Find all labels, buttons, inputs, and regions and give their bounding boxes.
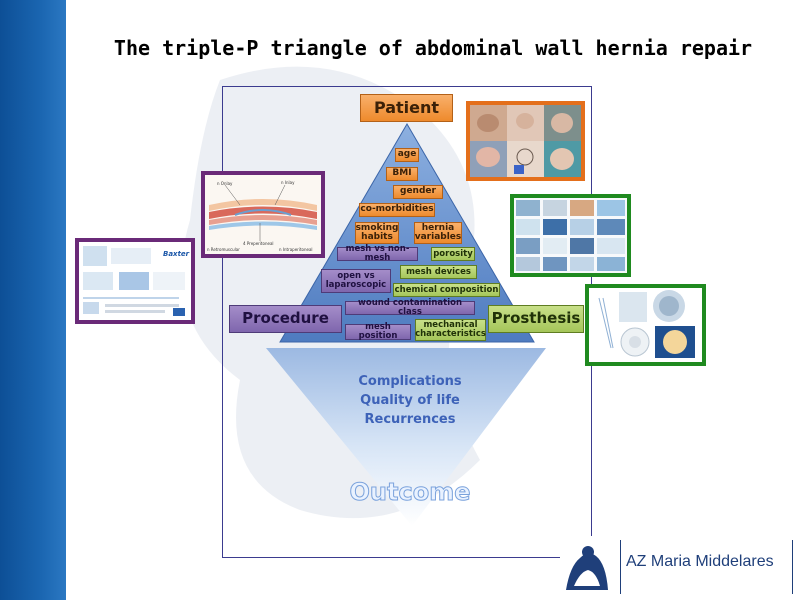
- factor-mesh-position: mesh position: [345, 323, 411, 340]
- factor-open-vs-laparoscopic: open vs laparoscopic: [321, 269, 391, 293]
- patient-photos-image: [470, 105, 581, 177]
- patient-label: Patient: [360, 94, 453, 122]
- outcome-triangle: [266, 348, 546, 526]
- mesh-samples-thumbnail: [510, 194, 631, 277]
- outcome-complications: Complications: [358, 374, 462, 389]
- product-brochure-image: Baxter: [79, 242, 191, 320]
- anatomy-label-inlay: n Inlay: [281, 180, 295, 185]
- factor-porosity: porosity: [431, 247, 475, 261]
- mesh-samples-image: [514, 198, 627, 273]
- side-band: [0, 0, 66, 600]
- anatomy-diagram-image: n Onlay n Inlay 4 Preperitoneal n Retrom…: [205, 175, 321, 254]
- outcome-recurrences: Recurrences: [364, 412, 456, 427]
- factor-age: age: [395, 148, 419, 162]
- mesh-devices-thumbnail: [585, 284, 706, 366]
- logo-divider-right: [792, 540, 793, 594]
- product-brochure-thumbnail: Baxter: [75, 238, 195, 324]
- anatomy-label-preperitoneal: 4 Preperitoneal: [243, 241, 274, 246]
- hospital-logo-emblem: [560, 536, 616, 596]
- factor-gender: gender: [393, 185, 443, 199]
- logo-divider: [620, 540, 621, 594]
- outcome-label: Outcome: [349, 478, 471, 507]
- factor-bmi: BMI: [386, 167, 418, 181]
- factor-mechanical-characteristics: mechanical characteristics: [415, 319, 486, 341]
- anatomy-label-retromuscular: n Retromuscular: [207, 247, 240, 252]
- mesh-devices-image: [589, 288, 702, 362]
- anatomy-label-onlay: n Onlay: [217, 181, 233, 186]
- factor-smoking-habits: smoking habits: [355, 222, 399, 244]
- anatomy-diagram-thumbnail: n Onlay n Inlay 4 Preperitoneal n Retrom…: [201, 171, 325, 258]
- brochure-brand: Baxter: [163, 250, 190, 258]
- factor-mesh-devices: mesh devices: [400, 265, 477, 279]
- anatomy-label-intraperitoneal: n Intraperitoneal: [279, 247, 313, 252]
- factor-hernia-variables: hernia variables: [414, 222, 462, 244]
- factor-comorbidities: co-morbidities: [359, 203, 435, 217]
- hospital-name: AZ Maria Middelares: [626, 553, 774, 570]
- slide-title: The triple-P triangle of abdominal wall …: [113, 36, 753, 60]
- prosthesis-label: Prosthesis: [488, 305, 584, 333]
- procedure-label: Procedure: [229, 305, 342, 333]
- patient-photos-thumbnail: [466, 101, 585, 181]
- factor-wound-contamination: wound contamination class: [345, 299, 475, 316]
- outcome-quality-of-life: Quality of life: [360, 393, 460, 408]
- factor-chemical-composition: chemical composition: [393, 283, 500, 297]
- factor-mesh-vs-nonmesh: mesh vs non-mesh: [337, 245, 418, 262]
